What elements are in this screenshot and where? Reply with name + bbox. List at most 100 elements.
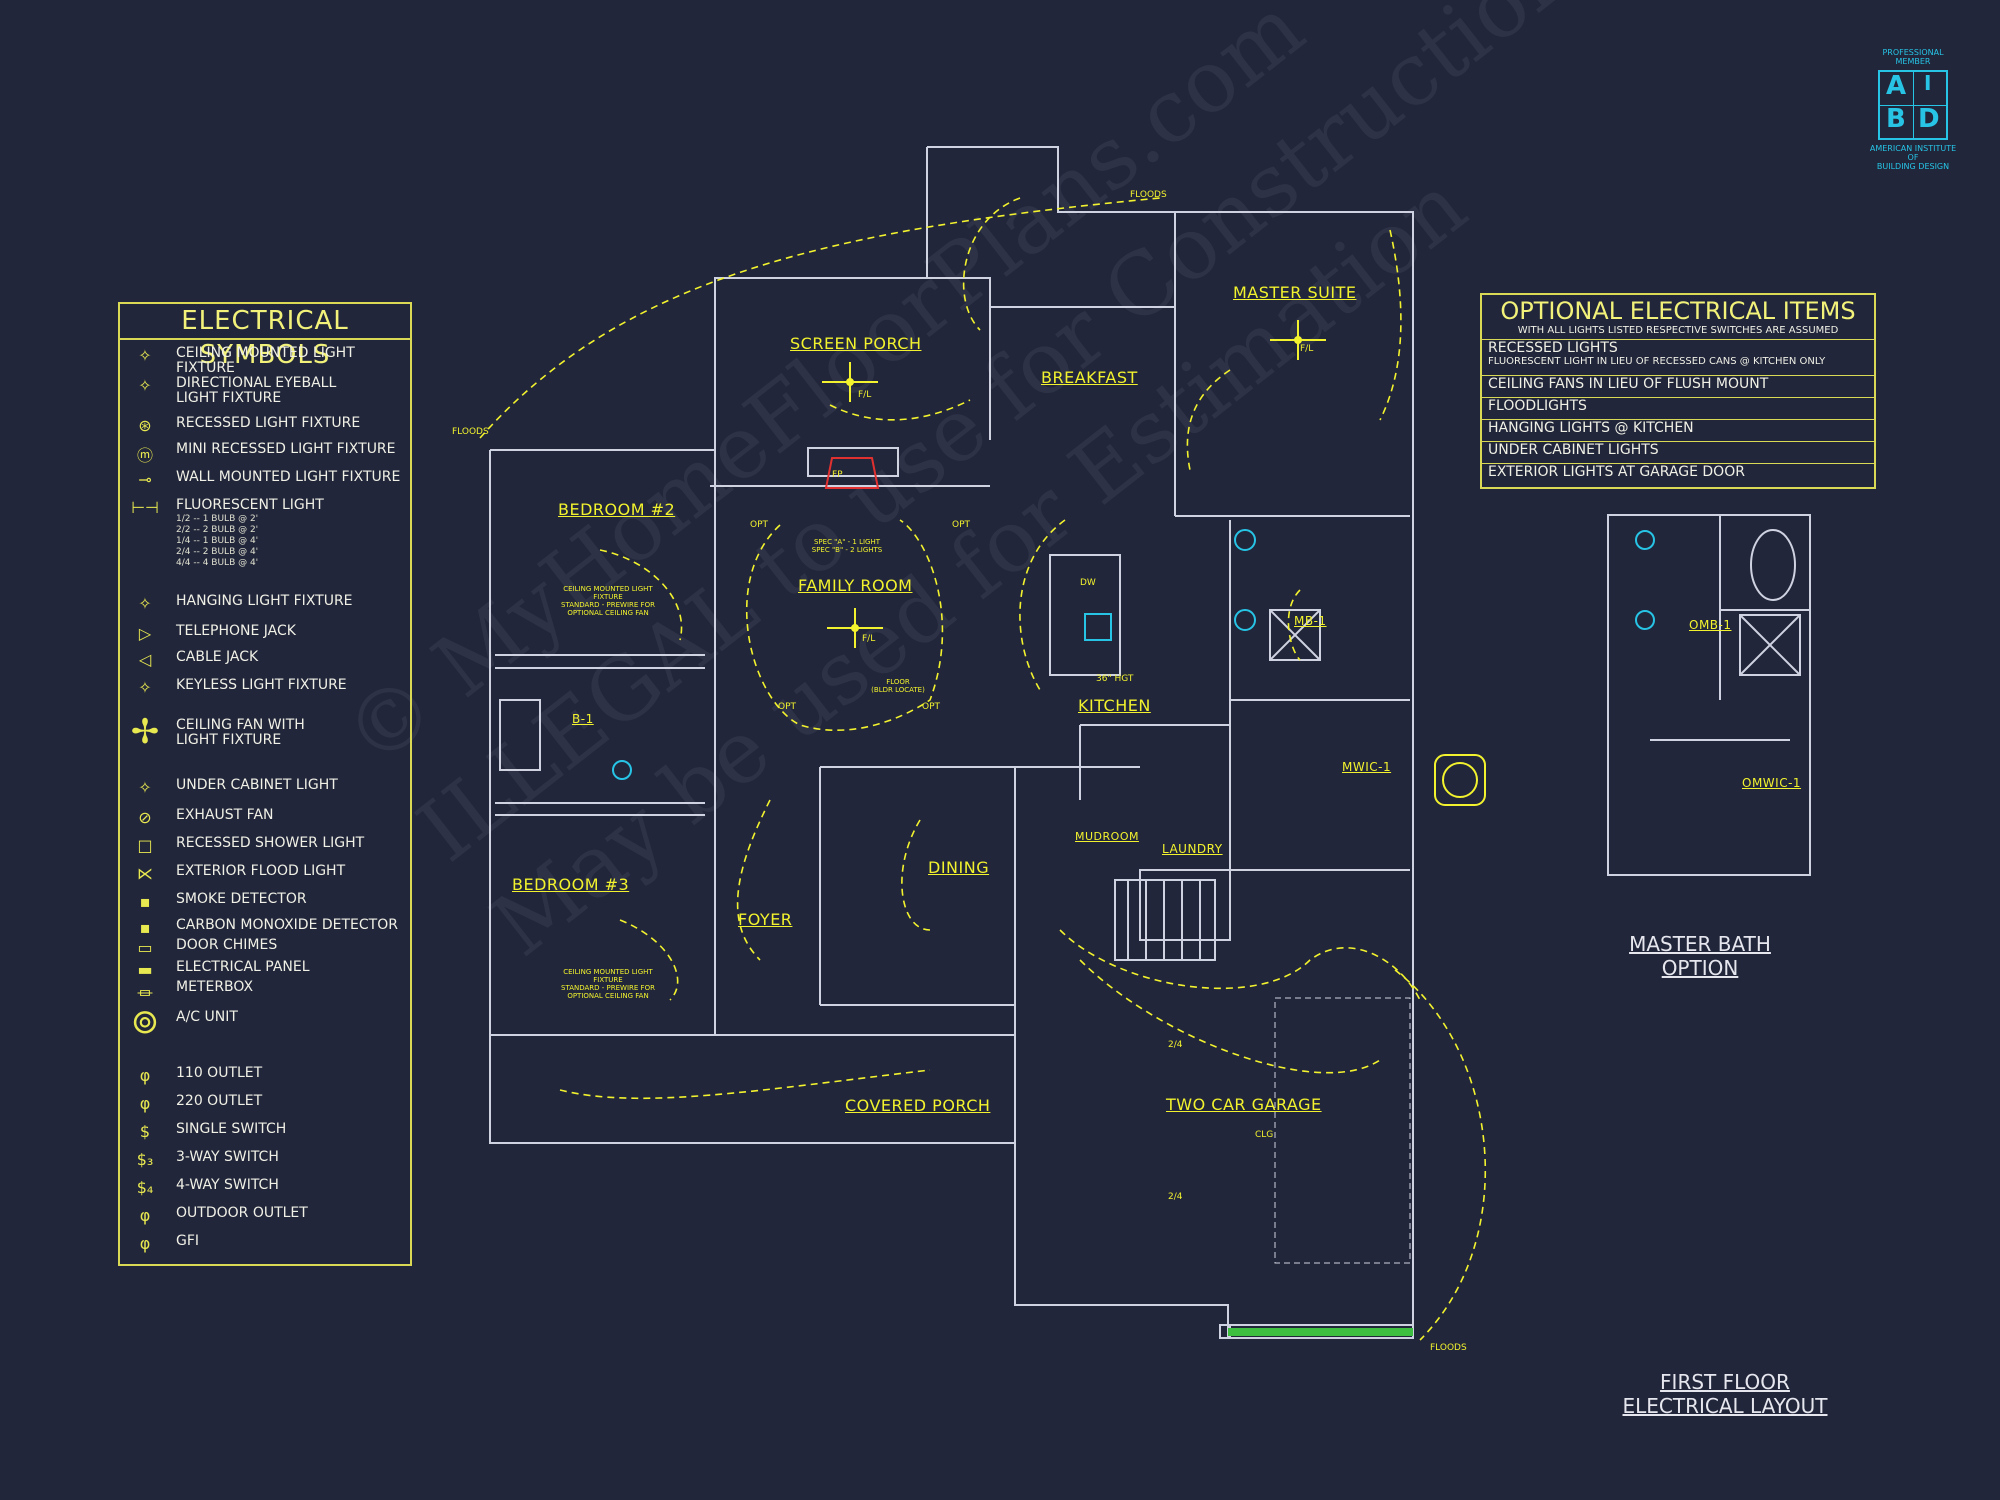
legend-item-label: UNDER CABINET LIGHT: [176, 777, 338, 793]
legend-item-label: TELEPHONE JACK: [176, 623, 296, 639]
legend-item-label: CEILING FAN WITH LIGHT FIXTURE: [176, 717, 305, 748]
legend-item-label: 220 OUTLET: [176, 1093, 263, 1109]
smoke-detector-icon: ▪: [139, 892, 151, 911]
recessed-shower-light-icon: □: [137, 836, 153, 855]
fireplace-label: FP: [832, 470, 843, 480]
legend-item-label: GFI: [176, 1233, 200, 1249]
exterior-flood-light-icon: ⋉: [137, 864, 153, 883]
exhaust-fan-icon: ⊘: [138, 808, 152, 827]
room-mb-1: MB-1: [1294, 614, 1327, 628]
optional-title: OPTIONAL ELECTRICAL ITEMS: [1500, 297, 1856, 325]
bedroom-3-fan-note: CEILING MOUNTED LIGHT FIXTURE STANDARD -…: [561, 968, 655, 1000]
ac-unit-icon: ⊚: [130, 1002, 160, 1042]
door-chimes-icon: ▭: [137, 938, 153, 957]
bedroom-2-fan-note: CEILING MOUNTED LIGHT FIXTURE STANDARD -…: [561, 585, 655, 617]
legend-item-label: WALL MOUNTED LIGHT FIXTURE: [176, 469, 401, 485]
outlet-220-icon: φ: [139, 1094, 151, 1113]
legend-item-label: EXHAUST FAN: [176, 807, 274, 823]
title-line: OPTION: [1661, 956, 1739, 980]
legend-item-label: OUTDOOR OUTLET: [176, 1205, 308, 1221]
optional-row-label: RECESSED LIGHTS: [1488, 340, 1618, 356]
room-bedroom-3: BEDROOM #3: [512, 875, 630, 894]
three-way-switch-icon: $₃: [136, 1150, 154, 1169]
legend-item-label: HANGING LIGHT FIXTURE: [176, 593, 353, 609]
optional-row: RECESSED LIGHTS FLUORESCENT LIGHT IN LIE…: [1482, 339, 1874, 375]
outlet-110-icon: φ: [139, 1066, 151, 1085]
fan-light-label: F/L: [1300, 344, 1314, 354]
room-mudroom: MUDROOM: [1075, 830, 1139, 843]
legend-item-label: DOOR CHIMES: [176, 937, 278, 953]
legend-item-label: METERBOX: [176, 979, 254, 995]
fan-light-label: F/L: [862, 634, 876, 644]
under-cabinet-light-icon: ✧: [138, 778, 152, 797]
logo-letter: B: [1886, 104, 1906, 134]
floods-label: FLOODS: [1130, 190, 1167, 200]
legend-title: ELECTRICAL SYMBOLS: [120, 304, 410, 370]
optional-row: FLOODLIGHTS: [1482, 397, 1874, 419]
room-b-1: B-1: [572, 712, 594, 726]
fixture-size-label: 2/4: [1168, 1192, 1183, 1202]
optional-subtitle: WITH ALL LIGHTS LISTED RESPECTIVE SWITCH…: [1517, 325, 1839, 336]
eyeball-light-icon: ✧: [138, 376, 152, 395]
fluorescent-sub-item: 4/4 -- 4 BULB @ 4': [176, 558, 259, 568]
title-line: ELECTRICAL LAYOUT: [1622, 1394, 1828, 1418]
legend-item-label: KEYLESS LIGHT FIXTURE: [176, 677, 347, 693]
legend-item-label: 4-WAY SWITCH: [176, 1177, 279, 1193]
opt-label: OPT: [922, 702, 941, 712]
optional-row-note: FLUORESCENT LIGHT IN LIEU OF RECESSED CA…: [1488, 356, 1826, 367]
logo-letter: I: [1924, 71, 1932, 95]
fixture-size-label: 2/4: [1168, 1040, 1183, 1050]
legend-item-label: A/C UNIT: [176, 1009, 238, 1025]
counter-height-label: 36" HGT: [1096, 674, 1134, 684]
floods-label: FLOODS: [1430, 1343, 1467, 1353]
aibd-logo: PROFESSIONAL MEMBER A I B D AMERICAN INS…: [1858, 48, 1968, 171]
drawing-title: FIRST FLOOR ELECTRICAL LAYOUT: [1600, 1370, 1850, 1418]
opt-label: OPT: [778, 702, 797, 712]
keyless-light-icon: ✧: [138, 678, 152, 697]
gfi-icon: φ: [139, 1234, 151, 1253]
co-detector-icon: ▪: [139, 918, 151, 937]
four-way-switch-icon: $₄: [136, 1178, 154, 1197]
room-two-car-garage: TWO CAR GARAGE: [1166, 1095, 1322, 1114]
fluorescent-sub-item: 1/2 -- 1 BULB @ 2': [176, 514, 259, 524]
logo-bottom-text: AMERICAN INSTITUTE OF BUILDING DESIGN: [1869, 144, 1957, 171]
optional-row: EXTERIOR LIGHTS AT GARAGE DOOR: [1482, 463, 1874, 487]
room-screen-porch: SCREEN PORCH: [790, 334, 922, 353]
mini-recessed-light-icon: ⓜ: [136, 446, 153, 465]
room-laundry: LAUNDRY: [1162, 842, 1223, 856]
meterbox-icon: ⏛: [136, 984, 153, 1003]
optional-row: CEILING FANS IN LIEU OF FLUSH MOUNT: [1482, 375, 1874, 397]
optional-row: UNDER CABINET LIGHTS: [1482, 441, 1874, 463]
legend-item-label: DIRECTIONAL EYEBALL LIGHT FIXTURE: [176, 375, 337, 406]
ac-unit-icon: [1434, 754, 1486, 806]
legend-item-label: CARBON MONOXIDE DETECTOR: [176, 917, 398, 933]
single-switch-icon: $: [139, 1122, 151, 1141]
legend-item-label: 110 OUTLET: [176, 1065, 263, 1081]
electrical-panel-icon: ▬: [137, 960, 153, 979]
cable-jack-icon: ◁: [138, 650, 152, 669]
hanging-light-icon: ✧: [138, 594, 152, 613]
opt-label: OPT: [952, 520, 971, 530]
wall-light-icon: ⊸: [138, 470, 152, 489]
legend-item-label: EXTERIOR FLOOD LIGHT: [176, 863, 346, 879]
legend-item-label: ELECTRICAL PANEL: [176, 959, 310, 975]
dishwasher-label: DW: [1080, 578, 1096, 588]
room-dining: DINING: [928, 858, 990, 877]
room-covered-porch: COVERED PORCH: [845, 1096, 991, 1115]
legend-item-label: FLUORESCENT LIGHT: [176, 497, 324, 513]
title-line: FIRST FLOOR: [1660, 1370, 1790, 1394]
room-omb-1: OMB-1: [1689, 618, 1732, 632]
recessed-light-icon: ⊛: [138, 416, 152, 435]
legend-item-label: SINGLE SWITCH: [176, 1121, 287, 1137]
fluorescent-sub-item: 2/4 -- 2 BULB @ 4': [176, 547, 259, 557]
opt-label: OPT: [750, 520, 769, 530]
optional-electrical-items: OPTIONAL ELECTRICAL ITEMS WITH ALL LIGHT…: [1480, 293, 1876, 489]
fluorescent-sub-item: 2/2 -- 2 BULB @ 2': [176, 525, 259, 535]
logo-top-text: PROFESSIONAL MEMBER: [1882, 48, 1944, 66]
ceiling-light-icon: ✧: [138, 346, 152, 365]
telephone-jack-icon: ▷: [138, 624, 152, 643]
clg-label: CLG: [1255, 1130, 1274, 1140]
legend-item-label: SMOKE DETECTOR: [176, 891, 307, 907]
fan-light-label: F/L: [858, 390, 872, 400]
